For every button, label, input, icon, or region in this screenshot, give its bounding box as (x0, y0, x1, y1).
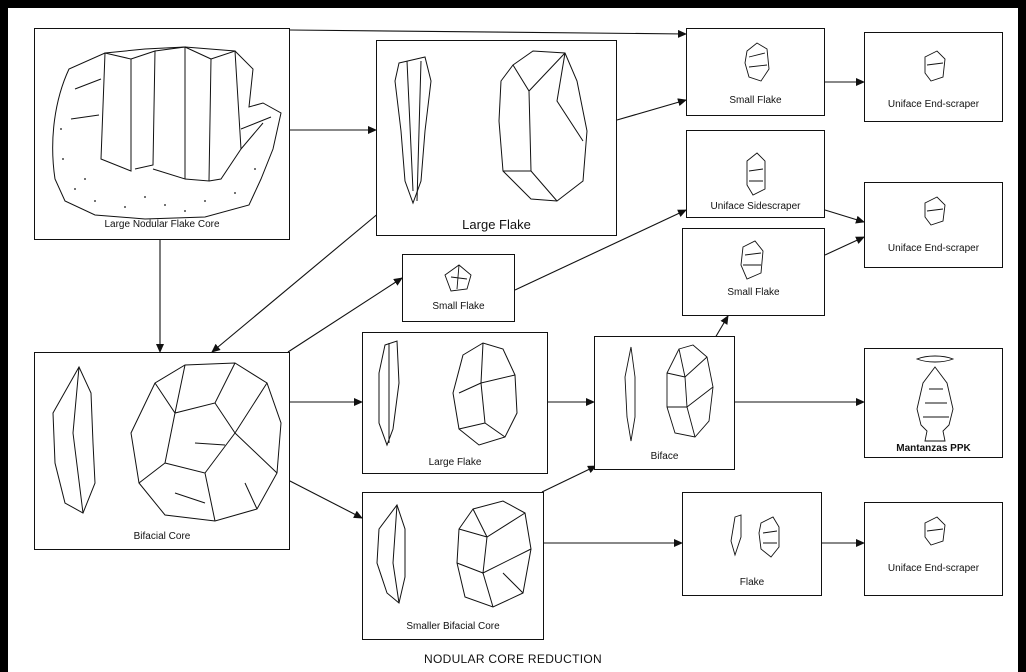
node-mantanzas-ppk: Mantanzas PPK (864, 348, 1003, 458)
large-flake-illustration (363, 333, 549, 475)
node-uniface-end-scraper-top: Uniface End-scraper (864, 32, 1003, 122)
diagram-title: NODULAR CORE REDUCTION (0, 652, 1026, 666)
node-large-flake-top: Large Flake (376, 40, 617, 236)
arrow-large-flake-to-small-flake (617, 100, 686, 120)
label-small-flake-right: Small Flake (683, 287, 824, 298)
arrow-sidescraper-to-endscraper (825, 210, 864, 222)
arrow-smaller-core-to-biface (542, 466, 596, 492)
node-uniface-end-scraper-mid: Uniface End-scraper (864, 182, 1003, 268)
node-flake: Flake (682, 492, 822, 596)
node-large-flake-mid: Large Flake (362, 332, 548, 474)
label-bifacial-core: Bifacial Core (35, 531, 289, 542)
end-scraper-illustration (865, 183, 1004, 269)
large-flake-illustration (377, 41, 618, 237)
label-flake: Flake (683, 577, 821, 588)
label-uniface-end-scraper-bottom: Uniface End-scraper (865, 563, 1002, 574)
node-smaller-bifacial-core: Smaller Bifacial Core (362, 492, 544, 640)
arrow-bifacial-to-smaller-core (288, 480, 362, 518)
small-flake-illustration (403, 255, 516, 323)
label-uniface-sidescraper: Uniface Sidescraper (687, 201, 824, 212)
node-small-flake-right: Small Flake (682, 228, 825, 316)
arrow-biface-to-small-flake (715, 316, 728, 338)
label-biface: Biface (595, 451, 734, 462)
label-large-nodular-flake-core: Large Nodular Flake Core (35, 219, 289, 230)
node-uniface-sidescraper: Uniface Sidescraper (686, 130, 825, 218)
label-smaller-bifacial-core: Smaller Bifacial Core (363, 621, 543, 632)
smaller-bifacial-core-illustration (363, 493, 545, 641)
label-uniface-end-scraper-mid: Uniface End-scraper (865, 243, 1002, 254)
label-mantanzas-ppk: Mantanzas PPK (865, 443, 1002, 454)
arrow-core-to-small-flake-top (290, 30, 686, 34)
node-small-flake-top: Small Flake (686, 28, 825, 116)
label-small-flake-top: Small Flake (687, 95, 824, 106)
bifacial-core-illustration (35, 353, 291, 551)
label-small-flake-center: Small Flake (403, 301, 514, 312)
label-uniface-end-scraper-top: Uniface End-scraper (865, 99, 1002, 110)
node-bifacial-core: Bifacial Core (34, 352, 290, 550)
node-biface: Biface (594, 336, 735, 470)
node-large-nodular-flake-core: Large Nodular Flake Core (34, 28, 290, 240)
nodular-core-illustration (35, 29, 291, 241)
end-scraper-illustration (865, 503, 1004, 597)
node-uniface-end-scraper-bottom: Uniface End-scraper (864, 502, 1003, 596)
node-small-flake-center: Small Flake (402, 254, 515, 322)
arrow-small-flake-to-endscraper-mid (825, 237, 864, 255)
label-large-flake-top: Large Flake (377, 217, 616, 232)
label-large-flake-mid: Large Flake (363, 457, 547, 468)
small-flake-illustration (683, 229, 826, 317)
